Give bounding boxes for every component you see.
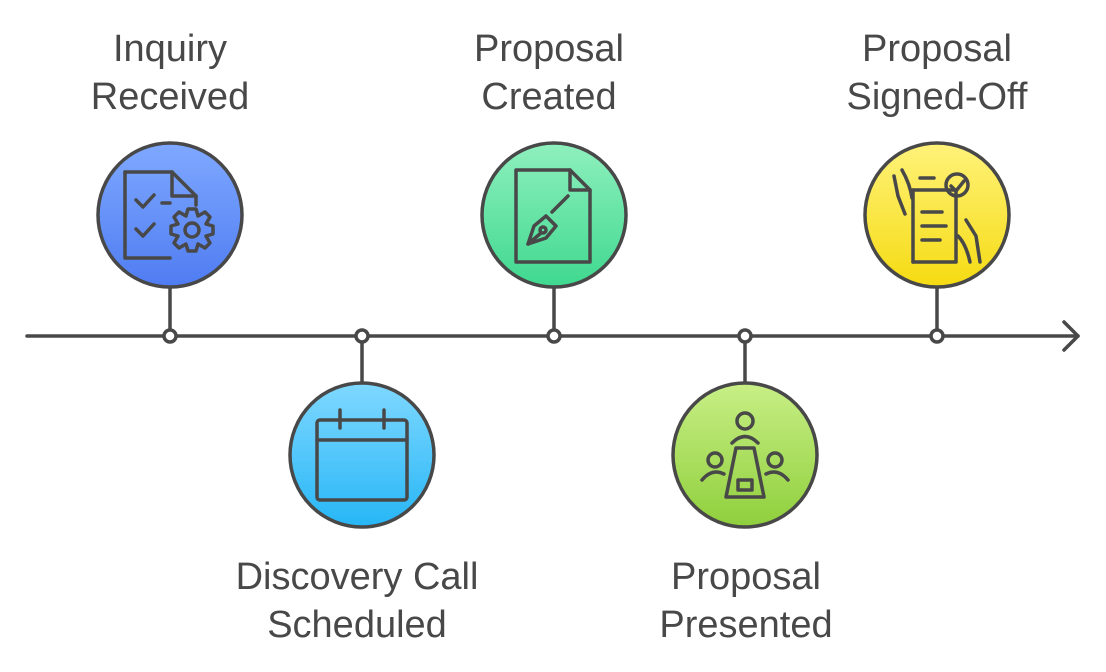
meeting-table-icon: [700, 411, 790, 499]
milestone-created-circle: [480, 141, 628, 289]
label-line: Proposal: [671, 556, 821, 598]
label-line: Proposal: [862, 28, 1012, 70]
label-inquiry-received: Inquiry Received: [10, 25, 330, 121]
milestone-presented-circle: [671, 381, 819, 529]
milestone-signed-circle: [863, 141, 1011, 289]
axis-dot-signed: [929, 328, 945, 344]
milestone-inquiry-circle: [96, 141, 244, 289]
milestone-discovery-circle: [288, 381, 436, 529]
axis-dot-presented: [737, 328, 753, 344]
label-line: Inquiry: [112, 28, 228, 70]
label-line: Presented: [659, 604, 833, 646]
axis-dot-inquiry: [162, 328, 178, 344]
label-line: Signed-Off: [846, 76, 1028, 118]
signed-document-icon: [892, 168, 982, 264]
label-proposal-presented: Proposal Presented: [586, 553, 906, 649]
label-line: Received: [90, 76, 250, 118]
label-proposal-signed-off: Proposal Signed-Off: [777, 25, 1097, 121]
label-line: Scheduled: [267, 604, 447, 646]
label-line: Proposal: [474, 28, 624, 70]
axis-dot-created: [546, 328, 562, 344]
label-line: Created: [481, 76, 617, 118]
label-line: Discovery Call: [235, 556, 479, 598]
arrow-head-icon: [1062, 320, 1080, 352]
label-proposal-created: Proposal Created: [389, 25, 709, 121]
checklist-gear-icon: [123, 170, 215, 260]
document-pen-icon: [514, 168, 592, 264]
axis-dot-discovery: [354, 328, 370, 344]
calendar-icon: [315, 408, 409, 502]
label-discovery-call-scheduled: Discovery Call Scheduled: [197, 553, 517, 649]
